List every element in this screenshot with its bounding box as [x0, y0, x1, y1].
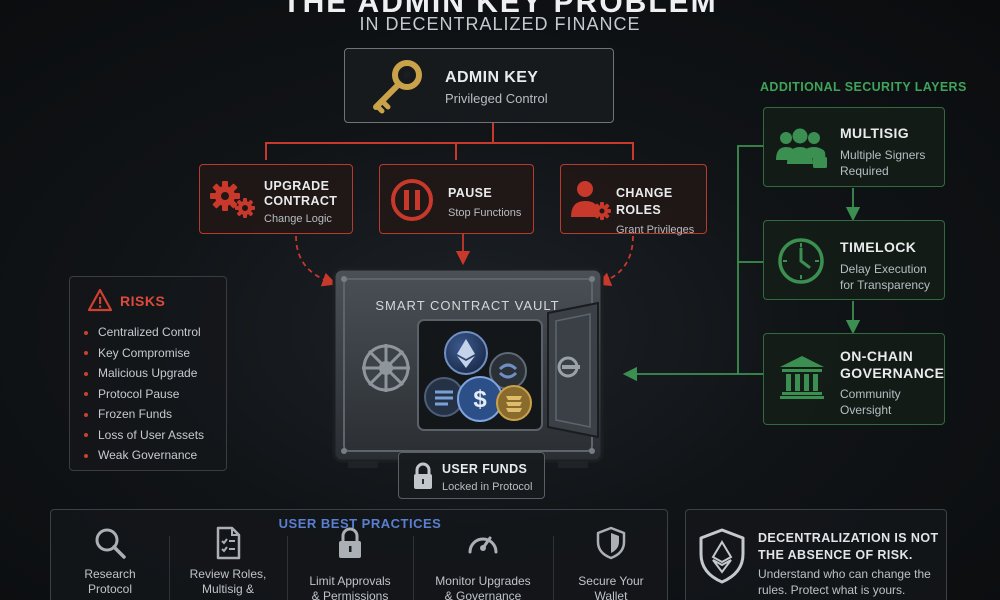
gears-icon: [210, 181, 255, 218]
crypto-coins: $: [424, 331, 532, 422]
bp-divider: [553, 536, 554, 600]
risks-title: RISKS: [120, 293, 166, 309]
admin-key-title: ADMIN KEY: [445, 69, 539, 86]
pause-subtitle: Stop Functions: [448, 207, 522, 219]
smart-contract-vault: $ SMART CONTRACT VAULT: [330, 265, 620, 470]
bp-review-roles: Review Roles, Multisig &: [169, 510, 287, 600]
risk-item: Centralized Control: [84, 322, 204, 343]
admin-key-subtitle: Privileged Control: [445, 91, 548, 106]
bp-secure-wallet: Secure Your Wallet: [553, 510, 669, 600]
upgrade-title-line1: UPGRADE: [264, 179, 330, 193]
svg-text:$: $: [473, 386, 487, 413]
group-lock-icon: [776, 128, 827, 168]
risks-panel: RISKS Centralized Control Key Compromise…: [69, 276, 227, 471]
vault-wheel: [362, 344, 410, 392]
lock-icon: [414, 462, 432, 489]
best-practices-title: USER BEST PRACTICES: [278, 516, 442, 531]
bp-secure-line2: Wallet: [594, 589, 628, 600]
pause-title: PAUSE: [448, 186, 493, 200]
padlock-icon: [339, 527, 361, 558]
user-funds-subtitle: Locked in Protocol: [442, 481, 533, 493]
user-gear-icon: [571, 181, 611, 220]
page-subtitle: IN DECENTRALIZED FINANCE: [359, 14, 641, 34]
pause-card: PAUSE Stop Functions: [379, 164, 534, 234]
timelock-card: TIMELOCK Delay Execution for Transparenc…: [763, 220, 945, 300]
governance-line2: Oversight: [840, 403, 892, 417]
bank-icon: [780, 356, 824, 399]
change-roles-card: CHANGE ROLES Grant Privileges: [560, 164, 707, 236]
multisig-line1: Multiple Signers: [840, 148, 926, 162]
shield-icon: [596, 526, 626, 560]
admin-to-powers-lines: [265, 123, 634, 160]
clock-icon: [778, 238, 824, 284]
bp-research-line1: Research: [84, 567, 136, 581]
multisig-line2: Required: [840, 164, 889, 178]
page-title: THE ADMIN KEY PROBLEM: [282, 0, 718, 19]
admin-key-card: ADMIN KEY Privileged Control: [344, 48, 614, 123]
pause-icon: [391, 179, 433, 221]
security-chain-lines: [622, 145, 861, 382]
user-funds-card: USER FUNDS Locked in Protocol: [398, 452, 545, 499]
bp-divider: [169, 536, 170, 600]
bp-review-line2: Multisig &: [201, 582, 254, 596]
shield-eth-icon: [699, 528, 745, 584]
vault-illustration: $: [332, 267, 604, 468]
bp-divider: [287, 536, 288, 600]
bp-research-line2: Protocol: [87, 582, 133, 596]
upgrade-title-line2: CONTRACT: [264, 194, 338, 208]
change-roles-subtitle: Grant Privileges: [616, 224, 695, 236]
gauge-icon: [468, 536, 498, 554]
risk-item: Weak Governance: [84, 445, 204, 466]
risk-item: Frozen Funds: [84, 404, 204, 425]
security-layers-label: ADDITIONAL SECURITY LAYERS: [760, 80, 967, 94]
user-funds-title: USER FUNDS: [442, 462, 528, 476]
document-icon: [216, 526, 241, 560]
warning-icon: [87, 288, 113, 312]
powers-to-vault-lines: [295, 234, 634, 287]
risks-list: Centralized Control Key Compromise Malic…: [84, 322, 204, 466]
dz-body: Understand who can change the rules. Pro…: [758, 567, 931, 597]
best-practices-panel: USER BEST PRACTICES Research Protocol Re…: [50, 509, 668, 600]
dz-heading-line1: DECENTRALIZATION IS NOT: [758, 531, 939, 545]
bp-monitor-line1: Monitor Upgrades: [435, 574, 531, 588]
bp-review-line1: Review Roles,: [189, 567, 267, 581]
upgrade-contract-card: UPGRADE CONTRACT Change Logic: [199, 164, 353, 234]
bp-limit-line1: Limit Approvals: [309, 574, 391, 588]
governance-card: ON-CHAIN GOVERNANCE Community Oversight: [763, 333, 945, 425]
timelock-title: TIMELOCK: [840, 239, 917, 255]
upgrade-subtitle: Change Logic: [264, 213, 332, 225]
change-roles-title: CHANGE ROLES: [616, 186, 673, 217]
bp-monitor-upgrades: Monitor Upgrades & Governance: [413, 510, 553, 600]
risk-item: Key Compromise: [84, 343, 204, 364]
bp-divider: [413, 536, 414, 600]
risk-item: Loss of User Assets: [84, 425, 204, 446]
magnifier-icon: [95, 528, 126, 559]
vault-label: SMART CONTRACT VAULT: [375, 298, 560, 313]
decentralization-panel: DECENTRALIZATION IS NOT THE ABSENCE OF R…: [685, 509, 947, 600]
multisig-card: MULTISIG Multiple Signers Required: [763, 107, 945, 187]
bp-research: Research Protocol: [51, 510, 169, 600]
multisig-title: MULTISIG: [840, 125, 910, 141]
bp-secure-line1: Secure Your: [578, 574, 644, 588]
bp-limit-approvals: Limit Approvals & Permissions: [287, 510, 413, 600]
governance-title-line2: GOVERNANCE: [840, 365, 945, 381]
timelock-line1: Delay Execution: [840, 262, 927, 276]
timelock-line2: for Transparency: [840, 278, 931, 292]
bp-limit-line2: & Permissions: [311, 589, 389, 600]
dz-heading-line2: THE ABSENCE OF RISK.: [758, 548, 913, 562]
key-icon: [373, 60, 422, 114]
governance-title-line1: ON-CHAIN: [840, 348, 914, 364]
bp-monitor-line2: & Governance: [444, 589, 522, 600]
governance-line1: Community: [840, 387, 901, 401]
risk-item: Protocol Pause: [84, 384, 204, 405]
risk-item: Malicious Upgrade: [84, 363, 204, 384]
